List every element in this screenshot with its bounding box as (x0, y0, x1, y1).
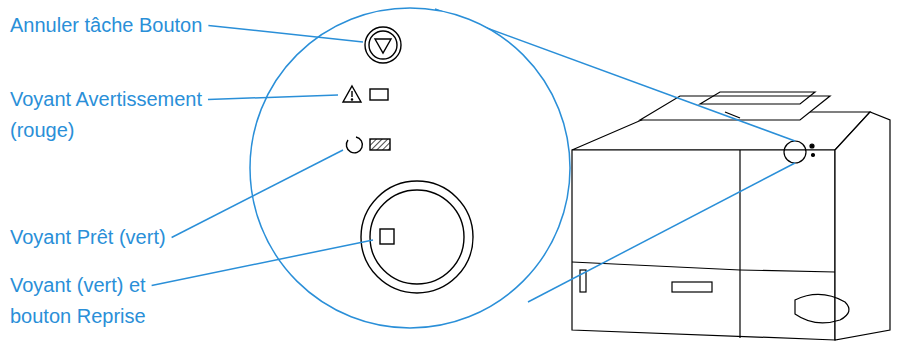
warning-light (370, 89, 388, 100)
callout-label: Voyant Prêt (vert) (10, 222, 166, 253)
leader-line (152, 240, 373, 286)
ready-symbol (346, 137, 362, 153)
callout-label: Voyant (vert) et bouton Reprise (10, 270, 185, 332)
cancel-button (365, 27, 401, 63)
warning-symbol (343, 86, 361, 102)
ready-light (370, 139, 390, 150)
callout-label: Annuler tâche Bouton (10, 10, 202, 41)
leader-line (208, 26, 363, 43)
printer-body (572, 92, 890, 340)
leader-line (208, 95, 338, 100)
go-button (361, 181, 473, 293)
go-light (380, 229, 394, 244)
callout-label: Voyant Avertissement (rouge) (10, 84, 245, 146)
zoom-circle (250, 8, 570, 328)
control-panel (343, 27, 473, 293)
leader-line (172, 150, 343, 238)
